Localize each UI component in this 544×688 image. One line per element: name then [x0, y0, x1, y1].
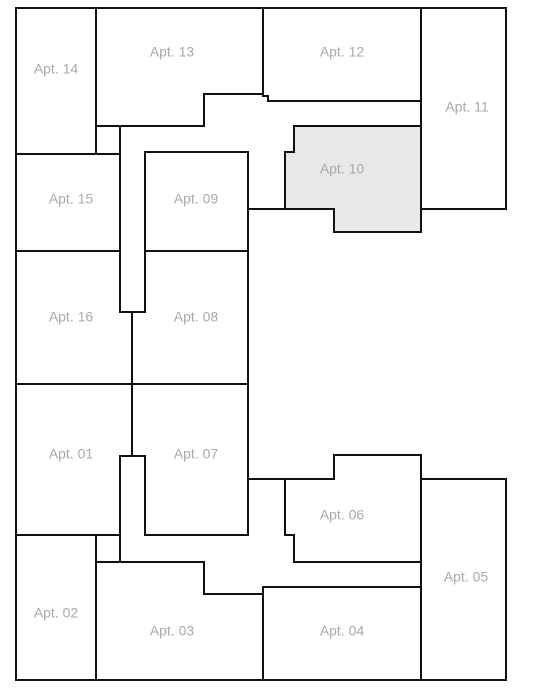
unit-apt-04[interactable]: Apt. 04: [262, 586, 422, 681]
unit-apt-02[interactable]: Apt. 02: [15, 534, 97, 681]
apartment-units: Apt. 14 Apt. 13 Apt. 12 Apt. 11 Apt. 10 …: [15, 7, 507, 681]
unit-apt-14[interactable]: Apt. 14: [15, 7, 97, 155]
unit-apt-08[interactable]: Apt. 08: [131, 250, 249, 385]
unit-apt-12[interactable]: Apt. 12: [262, 7, 422, 102]
unit-apt-03[interactable]: Apt. 03: [95, 561, 264, 681]
unit-apt-05[interactable]: Apt. 05: [420, 478, 507, 681]
unit-apt-10[interactable]: Apt. 10: [284, 125, 422, 233]
unit-apt-09[interactable]: Apt. 09: [144, 151, 249, 252]
unit-apt-11[interactable]: Apt. 11: [420, 7, 507, 210]
unit-apt-15[interactable]: Apt. 15: [15, 153, 121, 252]
unit-apt-16[interactable]: Apt. 16: [15, 250, 133, 385]
unit-apt-06[interactable]: Apt. 06: [284, 454, 422, 563]
unit-apt-13[interactable]: Apt. 13: [95, 7, 264, 127]
unit-apt-07[interactable]: Apt. 07: [131, 383, 249, 536]
unit-apt-01[interactable]: Apt. 01: [15, 383, 133, 536]
